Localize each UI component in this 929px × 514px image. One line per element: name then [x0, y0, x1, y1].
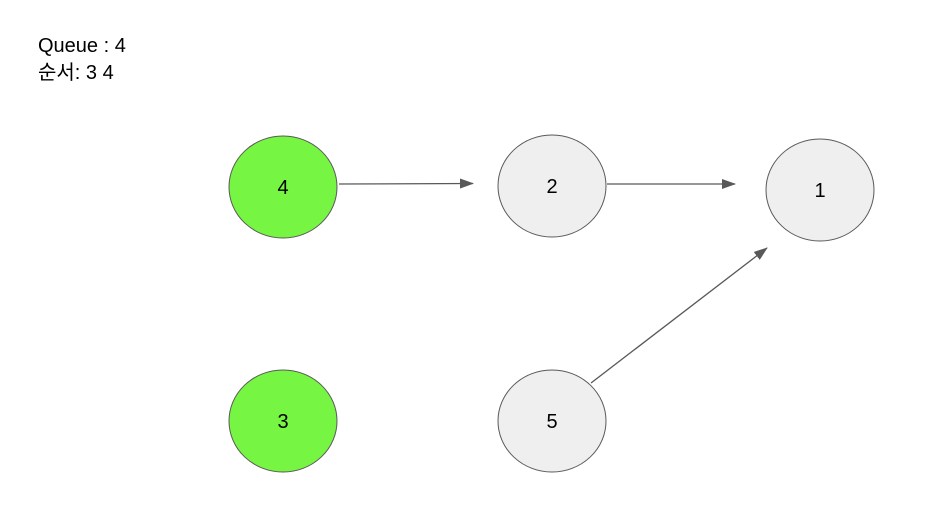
- node-1-circle: [765, 138, 875, 242]
- edge-4-to-2: [338, 178, 474, 189]
- status-panel: Queue : 4 순서: 3 4: [38, 33, 126, 87]
- node-1-label: 1: [814, 180, 825, 202]
- node-3-circle: [228, 369, 338, 473]
- node-4-circle: [228, 135, 338, 239]
- queue-text: Queue : 4: [38, 35, 126, 57]
- node-2: 2: [497, 134, 607, 238]
- edge-5-to-1: [590, 247, 768, 384]
- node-4-label: 4: [277, 177, 288, 199]
- node-1: 1: [765, 138, 875, 242]
- node-3-label: 3: [277, 411, 288, 433]
- node-2-circle: [497, 134, 607, 238]
- node-4: 4: [228, 135, 338, 239]
- node-5-circle: [497, 369, 607, 473]
- node-3: 3: [228, 369, 338, 473]
- node-5: 5: [497, 369, 607, 473]
- node-2-label: 2: [546, 176, 557, 198]
- node-5-label: 5: [546, 411, 557, 433]
- order-text: 순서: 3 4: [38, 62, 114, 84]
